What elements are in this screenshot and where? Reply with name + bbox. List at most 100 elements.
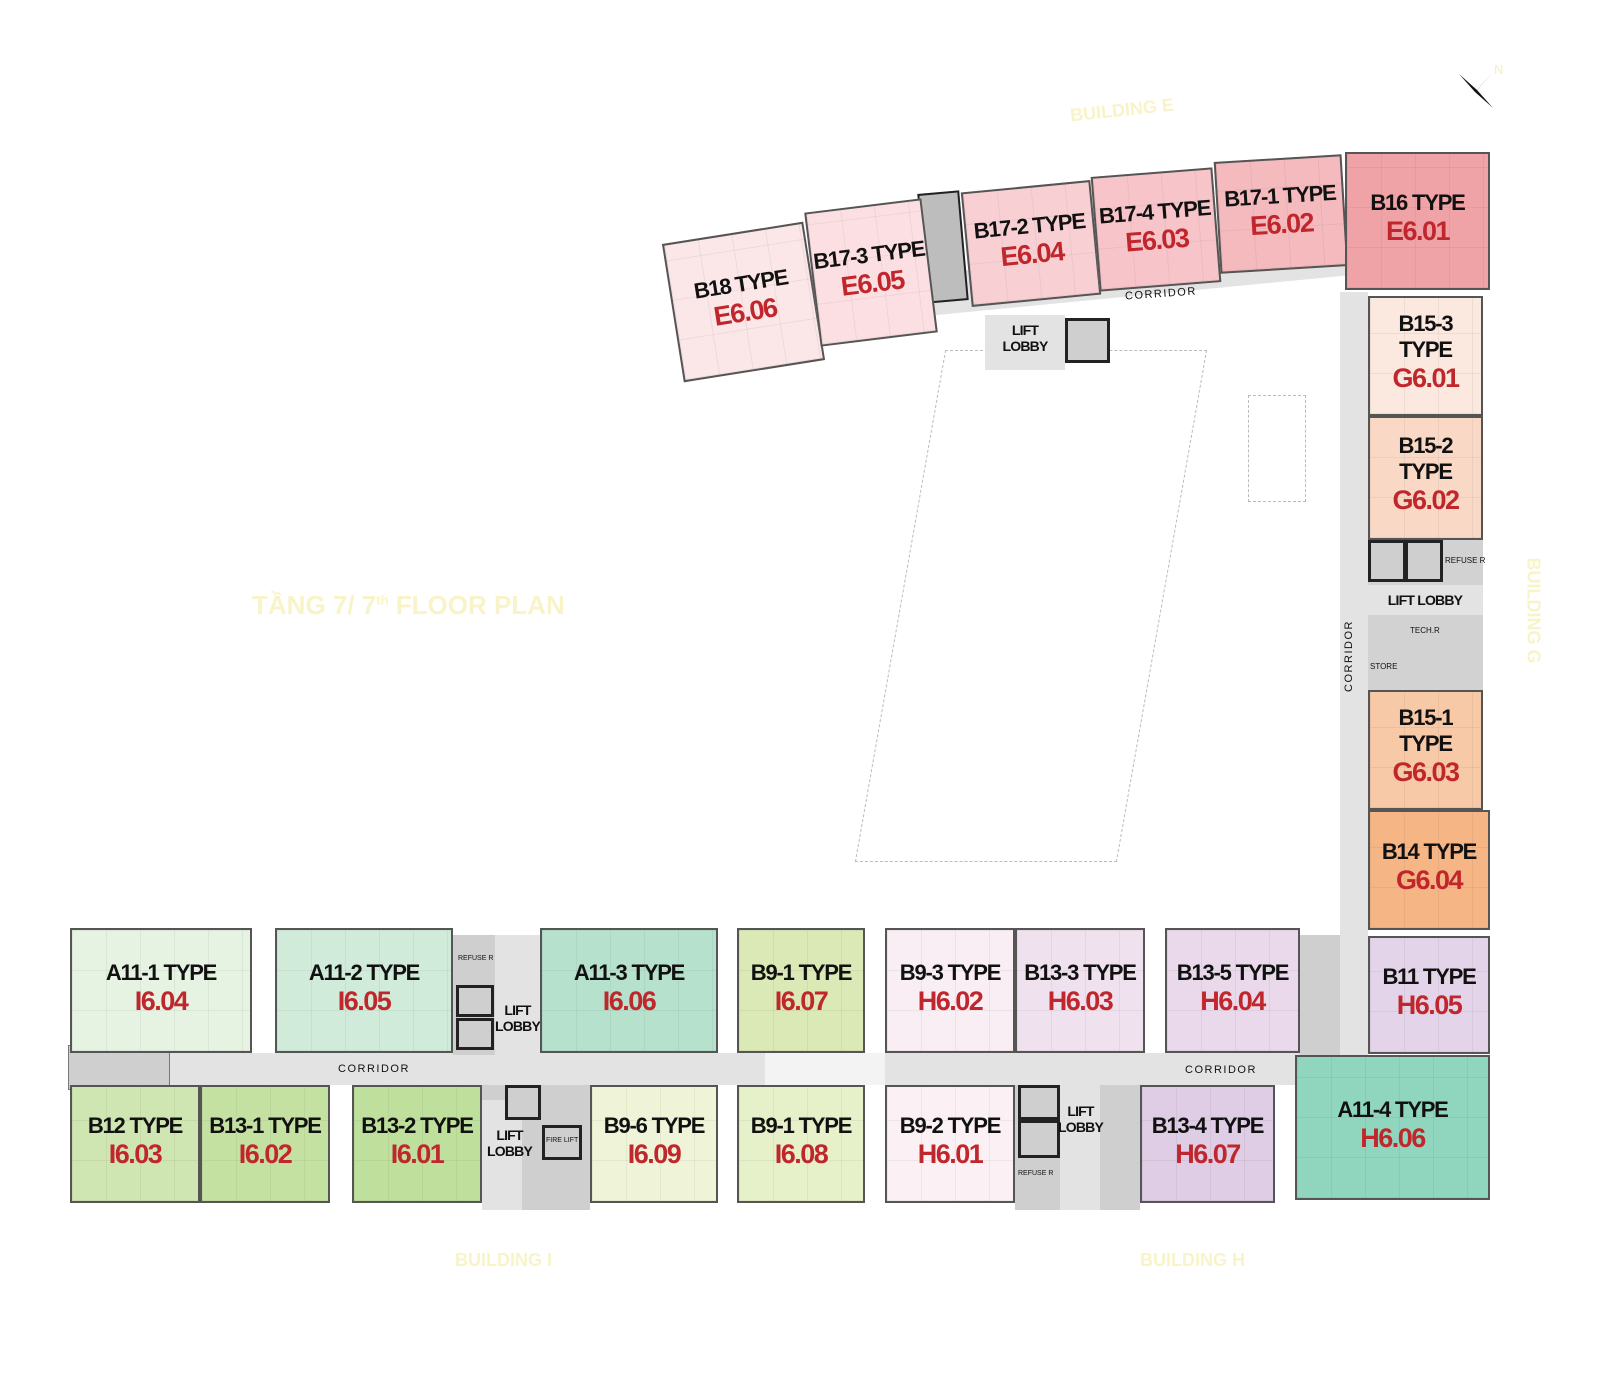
lift-lobby-g	[1368, 585, 1483, 615]
lift-text: LIFT	[1011, 322, 1039, 338]
unit-type: B15-3 TYPE	[1398, 310, 1454, 362]
corridor-building-h	[885, 1053, 1368, 1085]
unit-type: B13-2 TYPE	[361, 1113, 474, 1139]
courtyard-feature	[1248, 395, 1306, 502]
floor-plan-title: TẦNG 7/ 7th FLOOR PLAN	[252, 590, 565, 621]
title-rest: FLOOR PLAN	[388, 590, 565, 620]
unit-type: B12 TYPE	[87, 1113, 184, 1139]
stair-core-h	[1300, 935, 1340, 1055]
unit-number: I6.08	[774, 1139, 829, 1170]
unit-number: H6.06	[1360, 1122, 1426, 1153]
lift-shaft	[1405, 540, 1443, 582]
lift-lobby-i-top	[495, 935, 540, 1055]
unit-type: A11-1 TYPE	[105, 959, 217, 985]
lift-shaft	[456, 985, 494, 1017]
unit-number: G6.02	[1392, 484, 1460, 515]
refuse-room-label: REFUSE R	[1018, 1170, 1054, 1177]
lift-shaft	[1018, 1120, 1060, 1158]
lift-shaft	[1065, 318, 1110, 363]
unit-type: B9-1 TYPE	[750, 1113, 853, 1139]
corridor-label-i: CORRIDOR	[338, 1063, 410, 1075]
unit-type: B15-2 TYPE	[1398, 432, 1454, 484]
lobby-text: LOBBY	[1058, 1119, 1104, 1135]
unit-type: B9-6 TYPE	[603, 1113, 706, 1139]
unit-number: I6.02	[238, 1139, 293, 1170]
unit-number: H6.01	[917, 1139, 984, 1170]
unit-type: B13-3 TYPE	[1024, 959, 1137, 985]
lift-shaft	[1018, 1085, 1060, 1120]
unit-number: G6.04	[1395, 865, 1464, 896]
unit-number: I6.03	[108, 1139, 163, 1170]
unit-type: A11-3 TYPE	[573, 959, 685, 985]
lift-lobby-e	[985, 315, 1065, 370]
unit-type: B13-4 TYPE	[1151, 1113, 1265, 1139]
lift-lobby-g-label: LIFT LOBBY	[1387, 592, 1463, 608]
unit-type: B11 TYPE	[1382, 964, 1476, 990]
fire-lift-label: FIRE LIFT	[546, 1137, 579, 1144]
lobby-text: LOBBY	[1002, 338, 1048, 354]
compass-north-label: N	[1494, 62, 1504, 77]
courtyard-outline	[854, 350, 1208, 862]
corridor-building-i	[70, 1053, 765, 1085]
unit-number: I6.07	[774, 985, 829, 1016]
corridor-label-g: CORRIDOR	[1342, 620, 1355, 692]
unit-number: G6.03	[1392, 756, 1460, 787]
refuse-room-label: REFUSE R	[1445, 556, 1486, 565]
building-h-label: BUILDING H	[1140, 1250, 1245, 1270]
unit-type: B16 TYPE	[1370, 190, 1466, 216]
unit-type: B9-2 TYPE	[899, 1113, 1002, 1139]
lift-lobby-h	[1060, 1085, 1100, 1210]
refuse-room-label: REFUSE R	[458, 955, 494, 962]
unit-number: H6.05	[1396, 990, 1463, 1021]
fire-lift	[542, 1125, 582, 1160]
